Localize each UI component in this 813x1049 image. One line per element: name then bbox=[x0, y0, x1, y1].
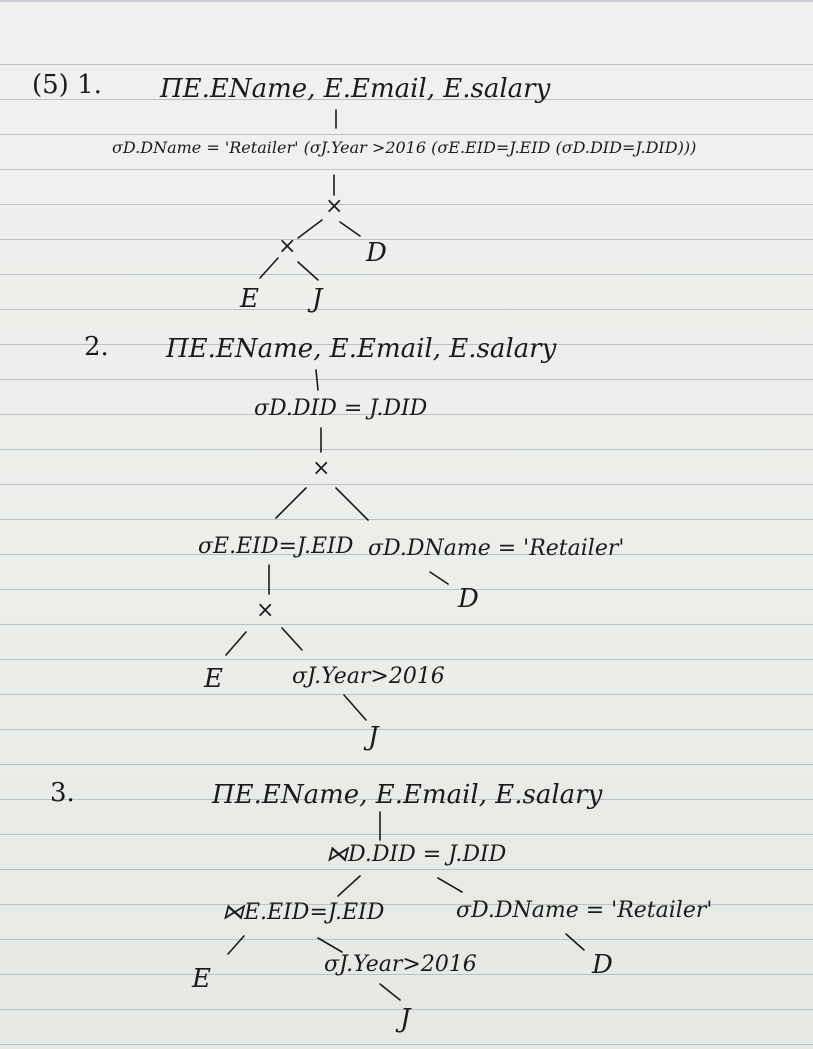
edge-2-cross-dname bbox=[335, 487, 369, 521]
s2-sel-eid: σE.EID=J.EID bbox=[198, 534, 354, 559]
ruled-line bbox=[0, 309, 813, 310]
ruled-line bbox=[0, 1044, 813, 1045]
edge-2-cross-eid bbox=[275, 487, 307, 519]
ruled-line bbox=[0, 344, 813, 345]
s2-projection: ΠE.EName, E.Email, E.salary bbox=[166, 334, 557, 364]
ruled-line bbox=[0, 484, 813, 485]
ruled-line bbox=[0, 729, 813, 730]
s1-rel-j: J bbox=[312, 284, 323, 314]
edge-1-inner-e bbox=[259, 257, 279, 279]
ruled-line bbox=[0, 869, 813, 870]
ruled-line bbox=[0, 99, 813, 100]
ruled-line bbox=[0, 134, 813, 135]
ruled-line bbox=[0, 414, 813, 415]
ruled-line bbox=[0, 694, 813, 695]
edge-2-year-j bbox=[343, 694, 367, 721]
ruled-line bbox=[0, 64, 813, 65]
s1-selection: σD.DName = 'Retailer' (σJ.Year >2016 (σE… bbox=[112, 138, 697, 157]
ruled-line bbox=[0, 554, 813, 555]
s1-rel-e: E bbox=[240, 284, 259, 314]
s3-sel-dname: σD.DName = 'Retailer' bbox=[456, 898, 713, 923]
ruled-line bbox=[0, 204, 813, 205]
ruled-line bbox=[0, 659, 813, 660]
ruled-line bbox=[0, 239, 813, 240]
s2-cross-top: × bbox=[312, 456, 331, 481]
ruled-line bbox=[0, 624, 813, 625]
ruled-line bbox=[0, 449, 813, 450]
edge-3-join-dname bbox=[437, 877, 463, 893]
s3-join-did: ⋈D.DID = J.DID bbox=[326, 842, 507, 867]
s3-sel-year: σJ.Year>2016 bbox=[324, 952, 477, 977]
ruled-line bbox=[0, 974, 813, 975]
ruled-line bbox=[0, 904, 813, 905]
ruled-line bbox=[0, 834, 813, 835]
section-1-label: (5) 1. bbox=[32, 70, 102, 100]
ruled-line bbox=[0, 169, 813, 170]
s2-cross-inner: × bbox=[256, 598, 275, 623]
ruled-line bbox=[0, 379, 813, 380]
edge-2-inner-e bbox=[225, 631, 247, 656]
edge-1-cross-d bbox=[339, 221, 361, 237]
ruled-line bbox=[0, 589, 813, 590]
s1-cross-inner: × bbox=[278, 234, 297, 259]
ruled-line bbox=[0, 274, 813, 275]
section-2-label: 2. bbox=[84, 332, 109, 362]
edge-3-dname-d bbox=[565, 933, 585, 951]
s2-sel-did: σD.DID = J.DID bbox=[254, 396, 428, 421]
edge-3-eid-year bbox=[317, 937, 343, 953]
s3-rel-d: D bbox=[592, 950, 613, 980]
s1-rel-d: D bbox=[366, 238, 387, 268]
s3-join-eid: ⋈E.EID=J.EID bbox=[222, 900, 385, 925]
s1-cross-top: × bbox=[325, 194, 344, 219]
edge-2-dname-d bbox=[429, 571, 449, 585]
s2-rel-e: E bbox=[204, 664, 223, 694]
s3-projection: ΠE.EName, E.Email, E.salary bbox=[212, 780, 603, 810]
ruled-line bbox=[0, 939, 813, 940]
s2-rel-d: D bbox=[458, 584, 479, 614]
s2-rel-j: J bbox=[368, 722, 379, 752]
ruled-line bbox=[0, 1009, 813, 1010]
edge-3-join-eid bbox=[337, 875, 361, 897]
section-3-label: 3. bbox=[50, 778, 75, 808]
ruled-line bbox=[0, 799, 813, 800]
s2-sel-dname: σD.DName = 'Retailer' bbox=[368, 536, 625, 561]
s2-sel-year: σJ.Year>2016 bbox=[292, 664, 445, 689]
ruled-line bbox=[0, 764, 813, 765]
edge-2-inner-year bbox=[281, 627, 303, 651]
page-top-edge bbox=[0, 0, 813, 2]
s3-rel-j: J bbox=[400, 1004, 411, 1034]
edge-2-proj-sel bbox=[315, 369, 319, 391]
s1-projection: ΠE.EName, E.Email, E.salary bbox=[160, 74, 551, 104]
edge-1-inner-j bbox=[297, 261, 319, 281]
ruled-line bbox=[0, 519, 813, 520]
edge-1-cross-inner bbox=[297, 219, 323, 239]
edge-3-year-j bbox=[379, 983, 401, 1001]
s3-rel-e: E bbox=[192, 964, 211, 994]
edge-3-eid-e bbox=[227, 935, 245, 955]
